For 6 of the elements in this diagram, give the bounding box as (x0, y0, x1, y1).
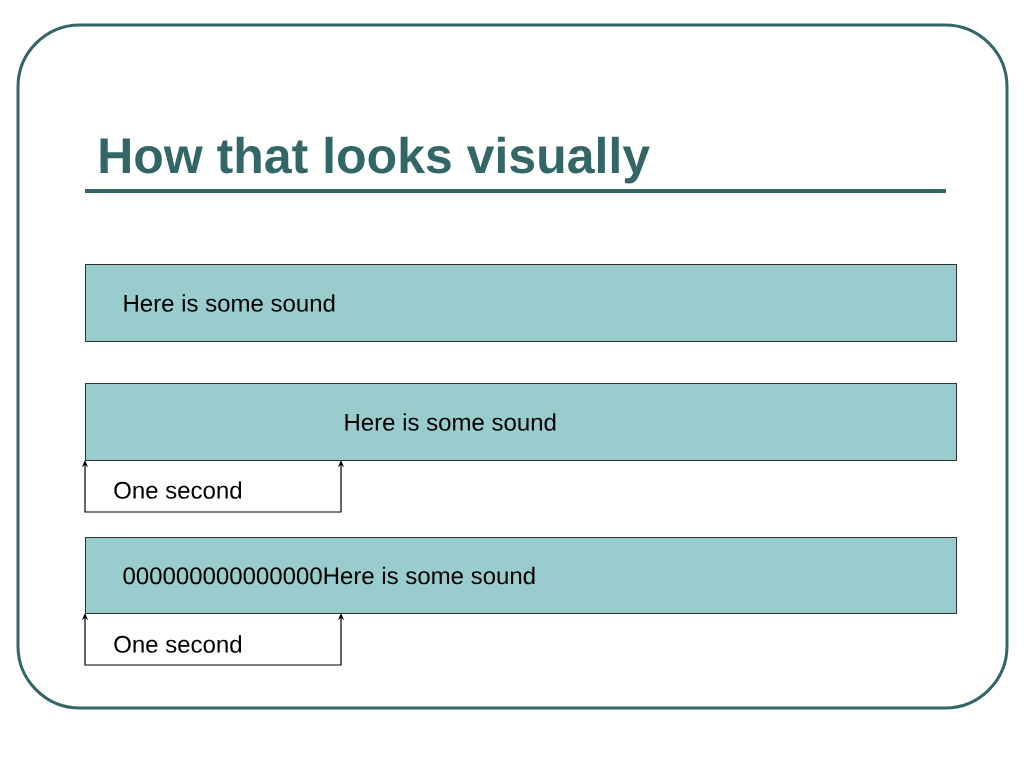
dimension-label: One second (114, 635, 242, 653)
title: How that looks visually (100, 136, 650, 184)
text-bar: Here is some sound (85, 383, 957, 461)
text-bar: 000000000000000Here is some sound (85, 537, 957, 614)
dimension-label: One second (114, 481, 242, 499)
text-bar: Here is some sound (85, 264, 957, 342)
